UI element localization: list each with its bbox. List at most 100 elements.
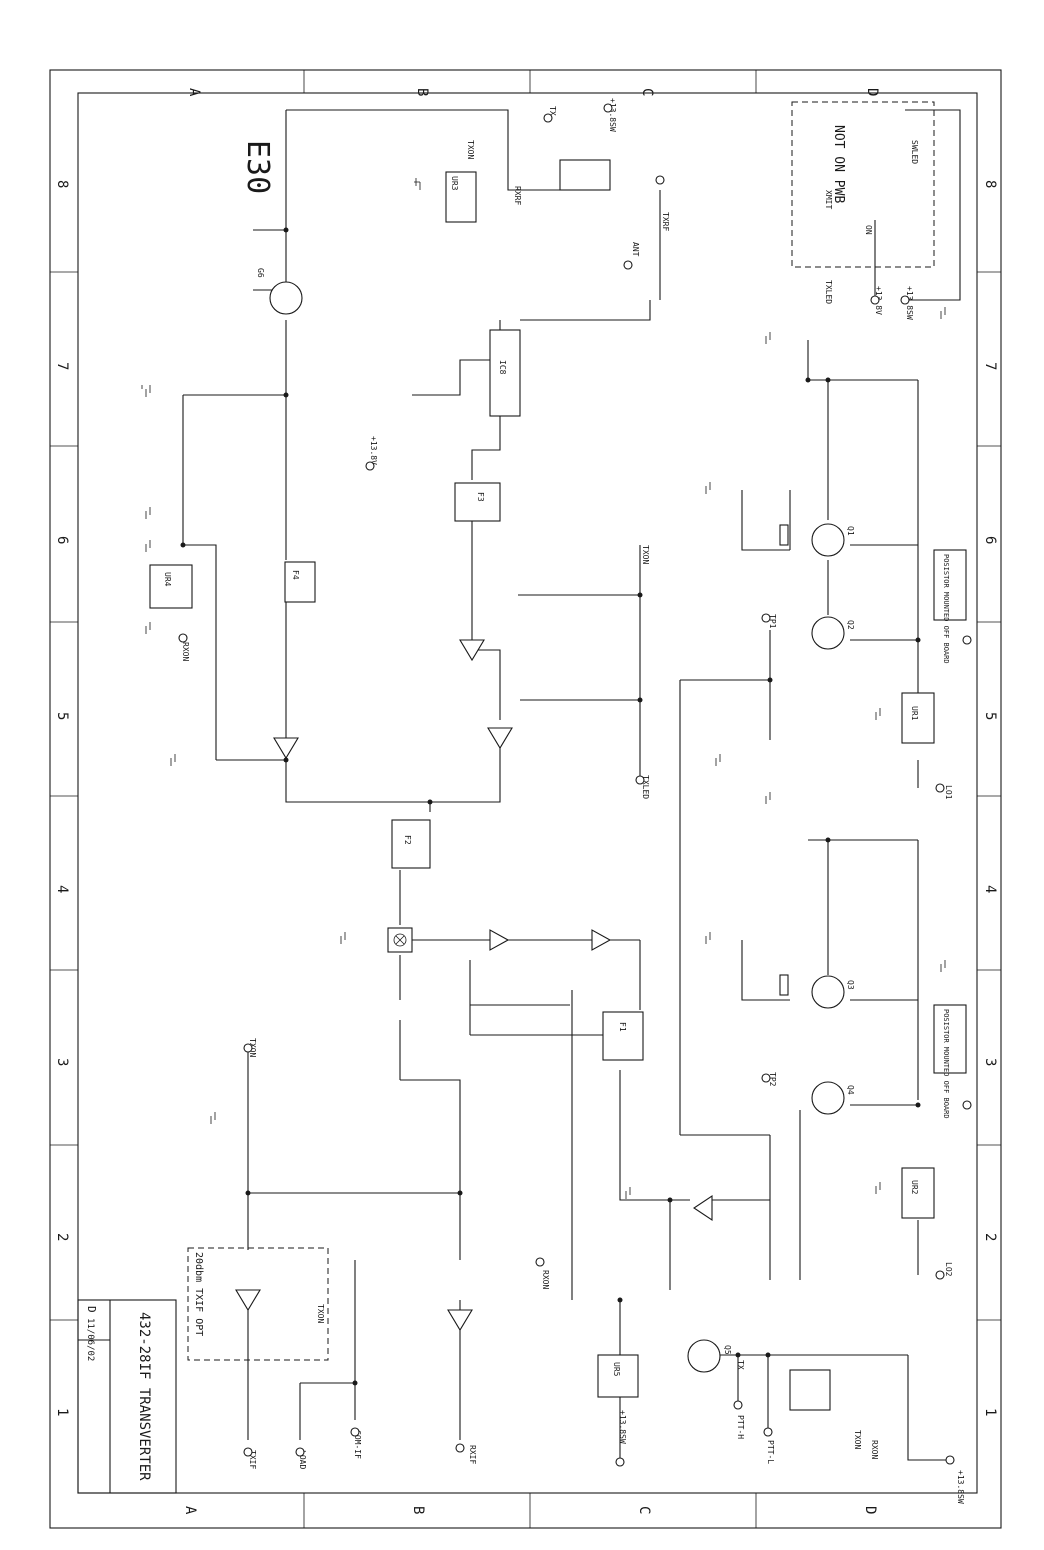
net-label-rxon-1: RXON — [181, 642, 190, 661]
zone-row-7-right: 7 — [982, 362, 998, 370]
net-label-tx-1: TX — [548, 106, 557, 116]
drawing-revision: D — [85, 1306, 98, 1313]
svg-text:G6: G6 — [256, 268, 265, 278]
net-label-pttl: PTT-L — [766, 1440, 775, 1464]
zone-row-5-left: 5 — [54, 712, 70, 720]
net-label-lo2: LO2 — [944, 1262, 953, 1277]
wiring — [182, 109, 961, 1461]
net-label-v138sw-2: +13.8SW — [618, 1410, 627, 1444]
svg-text:UR1: UR1 — [910, 706, 919, 721]
ground-symbols — [141, 178, 946, 1199]
zone-row-2-right: 2 — [982, 1233, 998, 1241]
svg-text:Q5: Q5 — [723, 1345, 732, 1355]
net-label-ptth: PTT-H — [736, 1415, 745, 1439]
net-label-on: ON — [864, 225, 873, 235]
amplifier-ic3 — [489, 929, 510, 951]
net-label-rxon-3: RXON — [870, 1440, 879, 1459]
amplifier-ic5 — [235, 1289, 261, 1312]
zone-row-6-right: 6 — [982, 536, 998, 544]
zone-letter-a-top: A — [186, 88, 202, 97]
svg-text:IC8: IC8 — [498, 360, 507, 375]
net-label-xmit: XMIT — [824, 190, 833, 209]
posistor-label-2: POSISTOR MOUNTED OFF BOARD — [942, 1009, 950, 1119]
zone-row-7-left: 7 — [54, 362, 70, 370]
not-on-pwb-box — [791, 101, 935, 268]
zone-row-4-right: 4 — [982, 885, 998, 893]
amplifier-ic1 — [693, 1194, 713, 1222]
net-label-txled-1: TXLED — [641, 775, 650, 799]
filter-f2 — [391, 819, 431, 869]
filter-f4 — [284, 561, 316, 603]
net-label-swled: SWLED — [910, 140, 919, 164]
svg-text:F1: F1 — [618, 1022, 627, 1032]
svg-text:F4: F4 — [291, 570, 300, 580]
svg-text:UR5: UR5 — [612, 1362, 621, 1377]
not-on-pwb-label: NOT ON PWB — [831, 125, 846, 203]
crystal-y2 — [779, 974, 789, 996]
filter-f3 — [454, 482, 501, 522]
transistor-g6 — [269, 281, 303, 315]
zone-row-3-left: 3 — [54, 1058, 70, 1066]
net-label-txled-2: TXLED — [824, 280, 833, 304]
net-label-txon-2: TXON — [641, 545, 650, 564]
option-box — [187, 1247, 329, 1361]
title-block: 432-28IF TRANSVERTER D 11/06/02 — [77, 1299, 177, 1494]
net-label-rxif: RXIF — [468, 1445, 477, 1464]
regulator-ur3 — [445, 171, 477, 223]
relay-k1 — [789, 1369, 831, 1411]
net-label-comif: COM-IF — [353, 1430, 362, 1459]
transistor-q3 — [811, 975, 845, 1009]
posistor-label-1: POSISTOR MOUNTED OFF BOARD — [942, 554, 950, 664]
svg-text:F2: F2 — [403, 835, 412, 845]
amplifier-ic6 — [487, 727, 513, 750]
regulator-ur4 — [149, 564, 193, 609]
svg-text:UR2: UR2 — [910, 1180, 919, 1195]
crystal-y1 — [779, 524, 789, 546]
zone-row-4-left: 4 — [54, 885, 70, 893]
terminals — [178, 103, 972, 1467]
zone-row-2-left: 2 — [54, 1233, 70, 1241]
net-label-ant: ANT — [631, 242, 640, 257]
svg-text:Q3: Q3 — [846, 980, 855, 990]
net-label-txon-4: TXON — [316, 1304, 325, 1323]
net-label-v138sw-1: +13.8SW — [608, 98, 617, 132]
zone-numbers-left: 8 7 6 5 4 3 2 1 — [54, 180, 70, 1416]
net-label-tp1: TP1 — [768, 614, 777, 629]
zone-row-8-left: 8 — [54, 180, 70, 188]
drawing-date: 11/06/02 — [85, 1318, 95, 1361]
posistor-box-1: POSISTOR MOUNTED OFF BOARD — [933, 549, 967, 664]
zone-letter-c-bottom: C — [636, 1506, 652, 1514]
ic-ic8 — [489, 329, 521, 417]
transistor-q5 — [687, 1339, 721, 1373]
net-label-rxrf: RXRF — [513, 186, 522, 205]
svg-text:Q2: Q2 — [846, 620, 855, 630]
zone-row-5-right: 5 — [982, 712, 998, 720]
net-label-tp2: TP2 — [768, 1072, 777, 1087]
net-label-load: LOAD — [298, 1450, 307, 1469]
net-label-v138sw-3: +13.8SW — [956, 1470, 965, 1504]
zone-row-1-left: 1 — [54, 1408, 70, 1416]
zone-row-3-right: 3 — [982, 1058, 998, 1066]
regulator-ur2 — [901, 1167, 935, 1219]
svg-text:F3: F3 — [476, 492, 485, 502]
net-label-v138-1: +13.8V — [369, 436, 378, 465]
svg-text:Q4: Q4 — [846, 1085, 855, 1095]
transistor-q1 — [811, 523, 845, 557]
svg-text:Q1: Q1 — [846, 526, 855, 536]
net-label-v138sw-4: +13.8SW — [905, 286, 914, 320]
zone-letters-bottom: A B C D — [182, 1506, 878, 1515]
regulator-ur5 — [597, 1354, 639, 1398]
regulator-ur1 — [901, 692, 935, 744]
net-label-tx-2: TX — [736, 1360, 745, 1370]
zone-row-1-right: 1 — [982, 1408, 998, 1416]
option-box-label: 20dbm TXIF OPT — [193, 1252, 204, 1336]
net-label-lo1: LO1 — [944, 785, 953, 800]
zone-letter-c-top: C — [639, 88, 655, 96]
zone-letter-d-top: D — [864, 88, 880, 96]
amplifier-ic7 — [459, 639, 485, 662]
transistor-q2 — [811, 616, 845, 650]
amplifier-ic9 — [273, 737, 299, 760]
net-label-txif: TXIF — [248, 1450, 257, 1469]
handwritten-note: E30 — [240, 140, 275, 194]
